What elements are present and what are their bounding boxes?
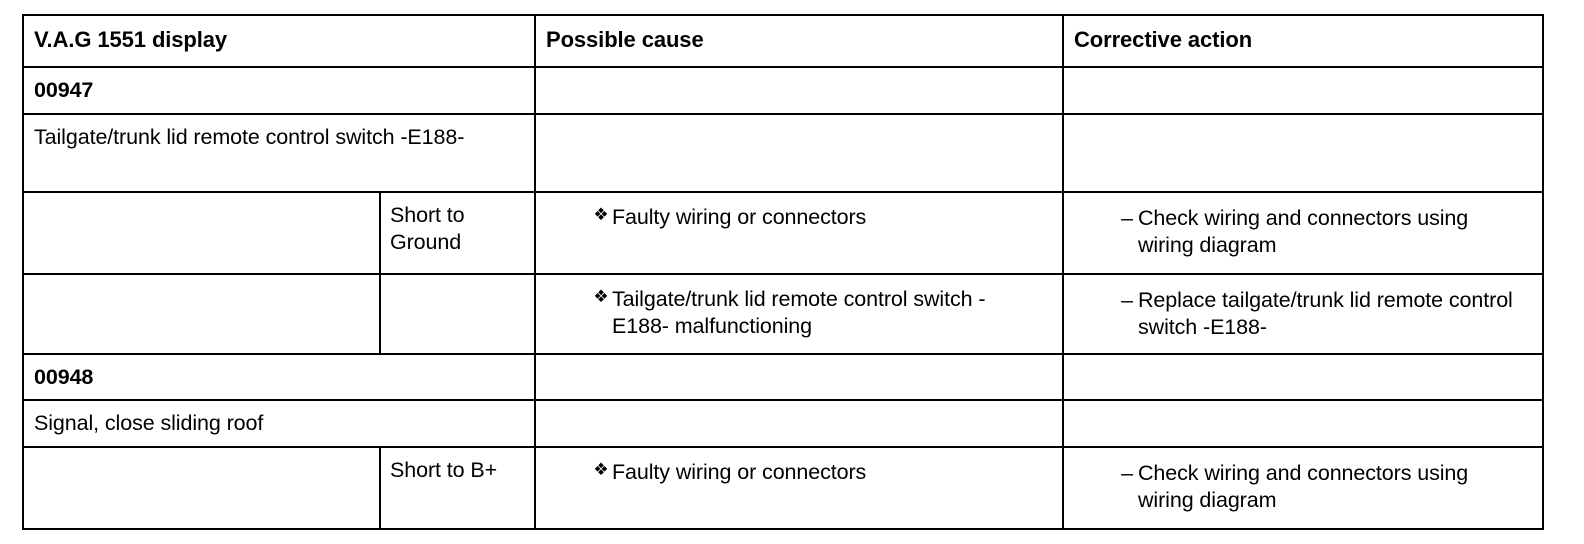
table-row: Signal, close sliding roof <box>22 399 1544 448</box>
dash-bullet-icon: – <box>1121 205 1133 230</box>
action-list-item: – Check wiring and connectors using wiri… <box>1064 448 1542 524</box>
cell-possible-cause: ❖ Faulty wiring or connectors <box>534 190 1064 275</box>
diamond-bullet-icon: ❖ <box>593 286 609 306</box>
cell-action-empty <box>1062 112 1544 193</box>
action-list-item: – Replace tailgate/trunk lid remote cont… <box>1064 275 1542 351</box>
fault-code-value: 00948 <box>34 364 94 389</box>
cell-spacer <box>22 190 381 275</box>
header-cell-display: V.A.G 1551 display <box>22 14 536 68</box>
table-row: 00947 <box>22 66 1544 115</box>
cell-action-empty <box>1062 66 1544 115</box>
cell-fault-code: 00948 <box>22 352 536 402</box>
cell-component-description: Signal, close sliding roof <box>22 399 536 448</box>
cell-action-empty <box>1062 352 1544 402</box>
cell-cause-empty <box>534 352 1064 402</box>
dash-bullet-icon: – <box>1121 460 1133 485</box>
action-list-item: – Check wiring and connectors using wiri… <box>1064 193 1542 269</box>
cell-corrective-action: – Replace tailgate/trunk lid remote cont… <box>1062 272 1544 355</box>
diamond-bullet-icon: ❖ <box>593 459 609 479</box>
cause-text: Tailgate/trunk lid remote control switch… <box>612 286 986 339</box>
cause-text: Faulty wiring or connectors <box>612 204 867 229</box>
cell-corrective-action: – Check wiring and connectors using wiri… <box>1062 190 1544 275</box>
cell-fault-condition: Short to Ground <box>379 190 536 275</box>
component-description-text: Tailgate/trunk lid remote control switch… <box>34 124 465 149</box>
fault-condition-text: Short to B+ <box>390 457 498 482</box>
table-row: 00948 <box>22 352 1544 402</box>
cause-list-item: ❖ Faulty wiring or connectors <box>536 448 1062 495</box>
component-description-text: Signal, close sliding roof <box>34 411 264 436</box>
table-row: ❖ Tailgate/trunk lid remote control swit… <box>22 272 1544 355</box>
cell-possible-cause: ❖ Tailgate/trunk lid remote control swit… <box>534 272 1064 355</box>
cell-corrective-action: – Check wiring and connectors using wiri… <box>1062 445 1544 530</box>
cause-list-item: ❖ Faulty wiring or connectors <box>536 193 1062 240</box>
action-text: Check wiring and connectors using wiring… <box>1138 460 1469 513</box>
cell-fault-code: 00947 <box>22 66 536 115</box>
table-row: Short to Ground ❖ Faulty wiring or conne… <box>22 190 1544 275</box>
header-cell-cause: Possible cause <box>534 14 1064 68</box>
cause-list-item: ❖ Tailgate/trunk lid remote control swit… <box>536 275 1062 350</box>
header-label-action: Corrective action <box>1074 27 1253 52</box>
table-row: Tailgate/trunk lid remote control switch… <box>22 112 1544 193</box>
cell-action-empty <box>1062 399 1544 448</box>
action-text: Replace tailgate/trunk lid remote contro… <box>1138 287 1513 340</box>
cell-cause-empty <box>534 112 1064 193</box>
cell-fault-condition-empty <box>379 272 536 355</box>
action-text: Check wiring and connectors using wiring… <box>1138 205 1469 258</box>
table-header-row: V.A.G 1551 display Possible cause Correc… <box>22 14 1544 68</box>
cell-cause-empty <box>534 66 1064 115</box>
cell-fault-condition: Short to B+ <box>379 445 536 530</box>
cell-component-description: Tailgate/trunk lid remote control switch… <box>22 112 536 193</box>
cell-cause-empty <box>534 399 1064 448</box>
cause-text: Faulty wiring or connectors <box>612 459 867 484</box>
dash-bullet-icon: – <box>1121 287 1133 312</box>
header-cell-action: Corrective action <box>1062 14 1544 68</box>
diamond-bullet-icon: ❖ <box>593 204 609 224</box>
header-label-display: V.A.G 1551 display <box>34 27 228 52</box>
fault-code-table: V.A.G 1551 display Possible cause Correc… <box>22 14 1544 530</box>
cell-spacer <box>22 272 381 355</box>
cell-possible-cause: ❖ Faulty wiring or connectors <box>534 445 1064 530</box>
cell-spacer <box>22 445 381 530</box>
header-label-cause: Possible cause <box>546 27 704 52</box>
table-row: Short to B+ ❖ Faulty wiring or connector… <box>22 445 1544 530</box>
fault-condition-text: Short to Ground <box>390 202 465 255</box>
fault-code-value: 00947 <box>34 78 94 102</box>
